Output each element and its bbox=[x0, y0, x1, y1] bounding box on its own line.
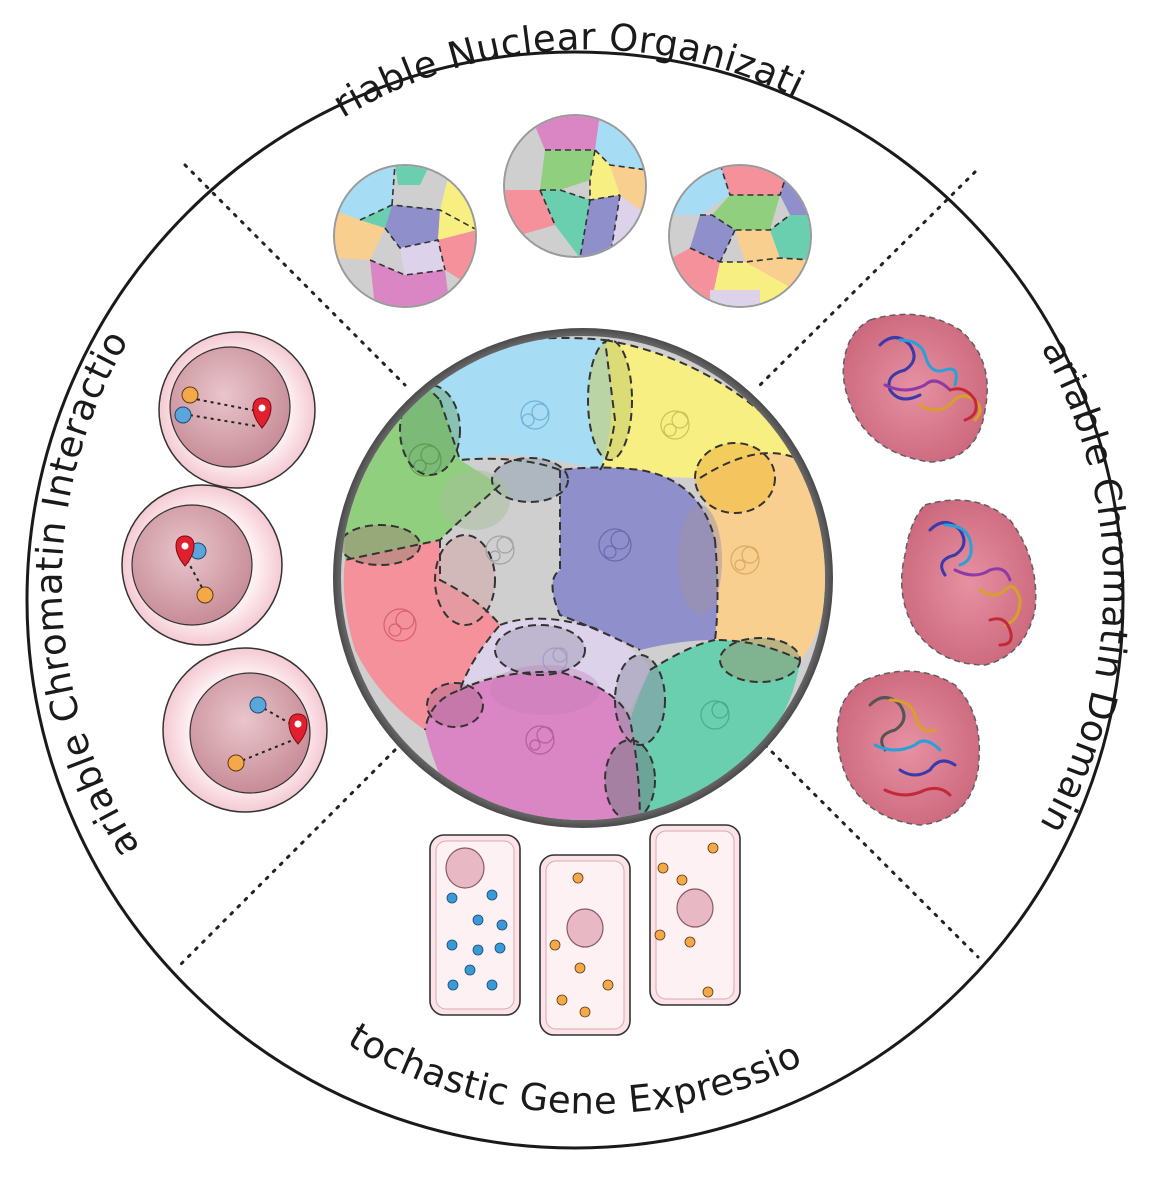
outer-ring bbox=[25, 50, 1125, 1150]
locus-dot-orange bbox=[196, 586, 214, 604]
cell-nucleus bbox=[676, 888, 714, 928]
interaction-cell-2 bbox=[121, 484, 283, 646]
cell-nucleus bbox=[445, 847, 485, 889]
label-left: Variable Chromatin Interactions bbox=[0, 0, 148, 866]
locus-dot-blue bbox=[249, 696, 267, 714]
locus-dot-orange bbox=[227, 754, 245, 772]
map-pin-icon bbox=[175, 535, 195, 567]
locus-dot-orange bbox=[181, 386, 199, 404]
expression-cell-2 bbox=[539, 854, 631, 1036]
chromatin-domain-3 bbox=[836, 670, 981, 826]
map-pin-icon bbox=[252, 397, 272, 429]
transcript-dots bbox=[549, 872, 614, 1018]
map-pin-icon bbox=[288, 713, 308, 745]
locus-dot-blue bbox=[174, 406, 192, 424]
divider-bottom-left bbox=[178, 748, 397, 967]
interaction-cell-3 bbox=[162, 647, 328, 813]
divider-bottom-right bbox=[763, 743, 980, 959]
label-top: Variable Nuclear Organization bbox=[0, 0, 811, 126]
chromatin-domain-2 bbox=[900, 499, 1037, 666]
nucleus-small-2 bbox=[503, 114, 647, 258]
nucleus-small-1 bbox=[333, 164, 477, 308]
transcript-dots bbox=[654, 842, 719, 998]
nucleus-small-3 bbox=[668, 164, 812, 308]
expression-cell-3 bbox=[649, 824, 741, 1006]
divider-top-left bbox=[183, 163, 407, 387]
expression-cell-1 bbox=[429, 834, 521, 1016]
interaction-cell-1 bbox=[158, 331, 316, 489]
transcript-dots bbox=[446, 889, 508, 991]
large-nucleus bbox=[333, 328, 833, 828]
chromatin-domain-1 bbox=[842, 313, 988, 463]
cell-nucleus bbox=[566, 908, 604, 948]
divider-top-right bbox=[758, 170, 977, 387]
